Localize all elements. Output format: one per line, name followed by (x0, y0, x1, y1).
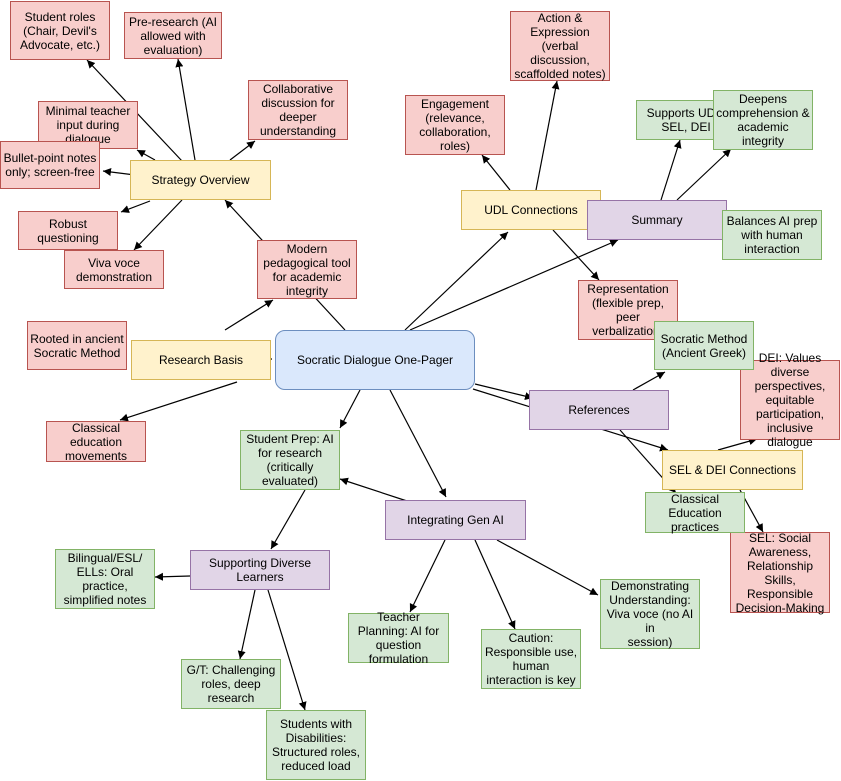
connector-arrow (133, 199, 183, 251)
connector-arrow (676, 148, 732, 201)
node-classical-movements[interactable]: Classical education movements (46, 421, 146, 463)
connector-arrow (229, 140, 256, 161)
node-modern-tool[interactable]: Modern pedagogical tool for academic int… (257, 240, 357, 299)
node-sel-skills[interactable]: SEL: Social Awareness, Relationship Skil… (730, 531, 830, 615)
connector-arrow (474, 383, 534, 401)
node-bullet-notes[interactable]: Bullet-point notes only; screen-free (0, 141, 100, 189)
node-center-socratic-dialogue[interactable]: Socratic Dialogue One-Pager (275, 330, 475, 390)
node-collaborative[interactable]: Collaborative discussion for deeper unde… (248, 80, 348, 140)
node-deepens[interactable]: Deepens comprehension & academic integri… (713, 90, 813, 150)
connector-arrow (154, 572, 191, 581)
connector-arrow (136, 149, 156, 161)
connector-arrow (175, 58, 196, 161)
connector-arrow (339, 477, 408, 502)
connector-arrow (267, 589, 307, 711)
node-caution[interactable]: Caution: Responsible use, human interact… (481, 629, 581, 689)
node-bilingual[interactable]: Bilingual/ESL/ ELLs: Oral practice, simp… (55, 549, 155, 609)
node-classical-practices[interactable]: Classical Education practices (645, 492, 745, 534)
connector-arrow (717, 437, 758, 451)
node-viva-voce-demo[interactable]: Viva voce demonstration (64, 250, 164, 289)
node-disabilities[interactable]: Students with Disabilities: Structured r… (266, 710, 366, 780)
connector-arrow (409, 539, 446, 613)
connector-arrow (474, 539, 516, 630)
node-references[interactable]: References (529, 390, 669, 430)
node-integrating-gen-ai[interactable]: Integrating Gen AI (385, 500, 526, 540)
connector-arrow (409, 239, 619, 331)
connector-arrow (224, 299, 274, 331)
connector-arrow (552, 229, 600, 281)
node-student-roles[interactable]: Student roles (Chair, Devil's Advocate, … (10, 1, 110, 60)
node-gt[interactable]: G/T: Challenging roles, deep research (181, 659, 281, 709)
connector-arrow (496, 539, 599, 596)
node-udl-connections[interactable]: UDL Connections (461, 190, 601, 230)
node-socratic-method-ref[interactable]: Socratic Method (Ancient Greek) (654, 321, 754, 370)
connector-arrow (404, 231, 509, 331)
node-summary[interactable]: Summary (587, 200, 727, 240)
node-strategy-overview[interactable]: Strategy Overview (130, 160, 271, 200)
node-balances-ai[interactable]: Balances AI prep with human interaction (722, 210, 822, 260)
node-sel-dei[interactable]: SEL & DEI Connections (662, 450, 803, 490)
connector-arrow (270, 489, 306, 550)
node-supporting-diverse[interactable]: Supporting Diverse Learners (190, 550, 330, 590)
connector-arrow (119, 381, 238, 422)
node-teacher-planning[interactable]: Teacher Planning: AI for question formul… (348, 610, 449, 666)
node-action-expression[interactable]: Action & Expression (verbal discussion, … (510, 11, 610, 81)
connector-arrow (102, 168, 136, 176)
node-dei-values[interactable]: DEI: Values diverse perspectives, equita… (740, 351, 840, 449)
node-engagement[interactable]: Engagement (relevance, collaboration, ro… (405, 95, 505, 155)
connector-arrow (535, 80, 560, 191)
node-pre-research[interactable]: Pre-research (AI allowed with evaluation… (124, 12, 222, 59)
node-robust-questioning[interactable]: Robust questioning (18, 211, 118, 250)
connector-arrow (481, 154, 511, 191)
node-research-basis[interactable]: Research Basis (131, 340, 271, 380)
connector-arrow (237, 589, 256, 660)
connector-arrow (339, 389, 361, 429)
connector-arrow (120, 200, 151, 213)
connector-arrow (660, 139, 682, 201)
connector-arrow (389, 389, 447, 498)
node-student-prep-ai[interactable]: Student Prep: AI for research (criticall… (240, 430, 340, 490)
node-rooted-ancient[interactable]: Rooted in ancient Socratic Method (27, 321, 127, 370)
connector-arrow (632, 371, 666, 391)
node-demonstrating[interactable]: Demonstrating Understanding: Viva voce (… (600, 579, 700, 649)
